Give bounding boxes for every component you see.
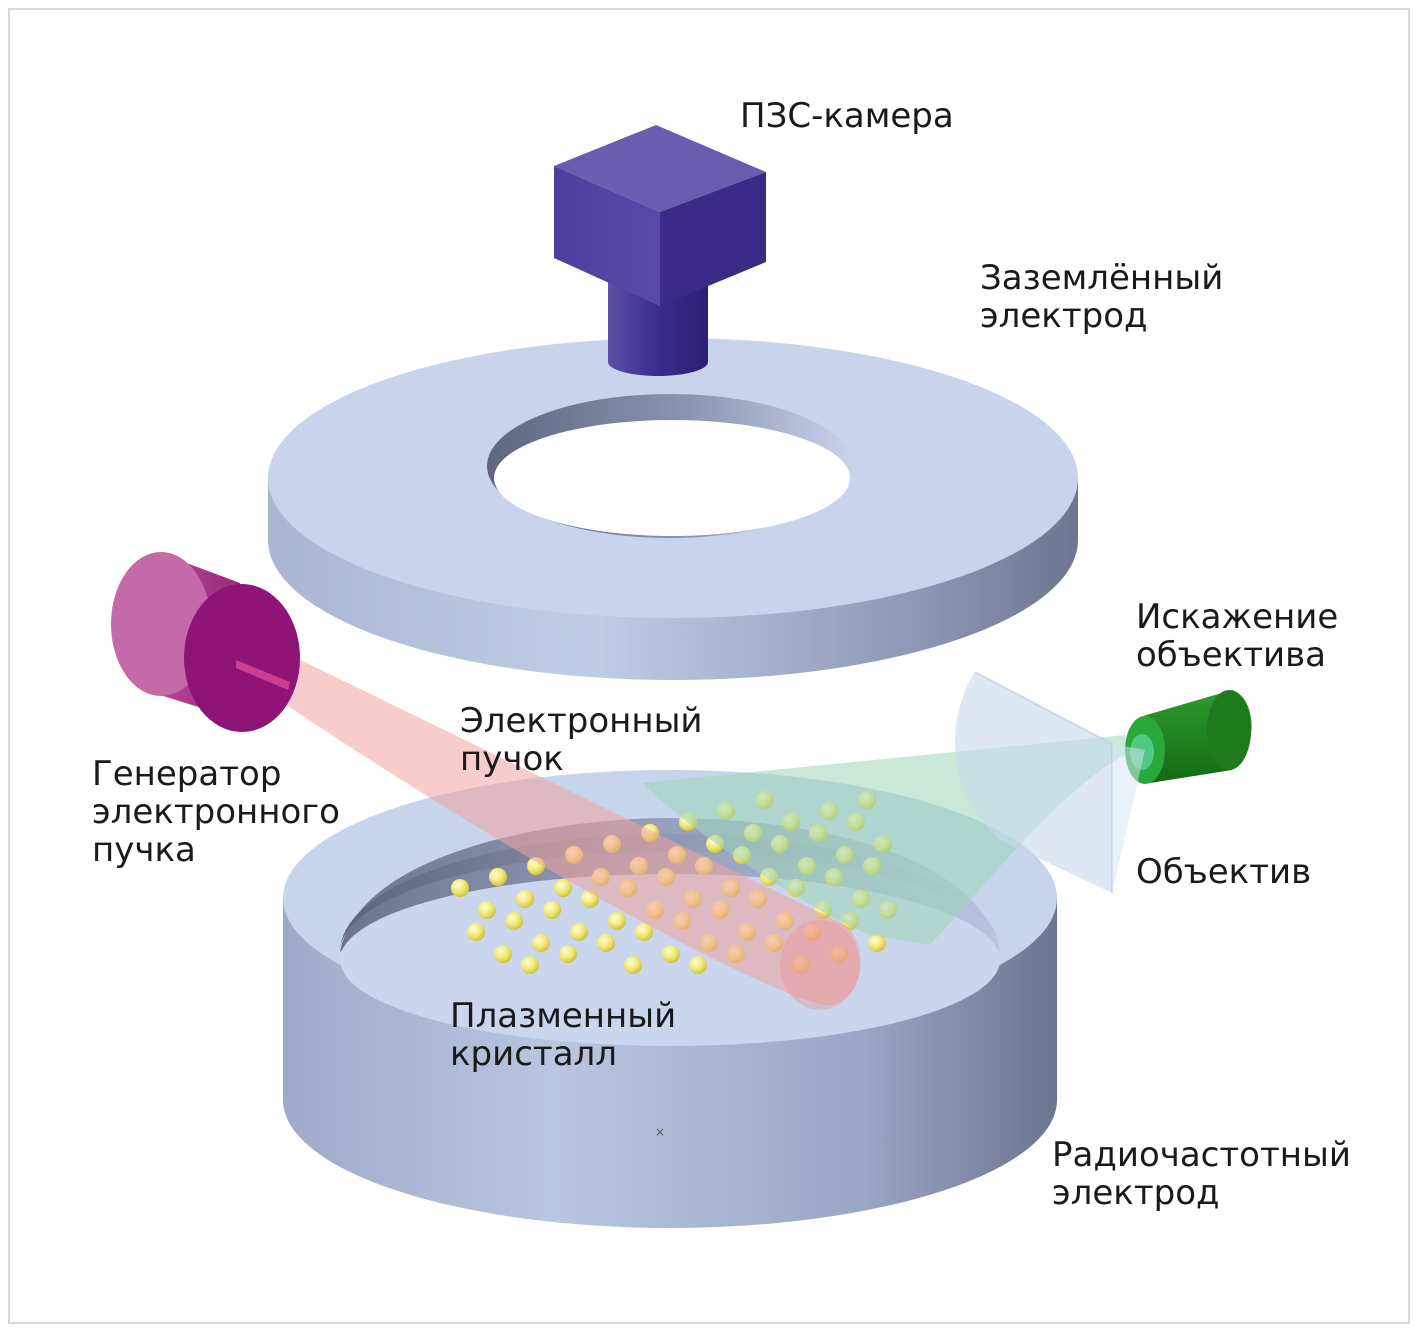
plasma-particle xyxy=(597,934,615,952)
plasma-particle xyxy=(521,956,539,974)
label-electron-beam-line1: Электронный xyxy=(460,701,703,741)
label-beam-generator-line1: Генератор xyxy=(92,754,282,794)
plasma-particle xyxy=(451,879,469,897)
label-lens-distortion-line1: Искажение xyxy=(1136,597,1339,637)
grounded-electrode xyxy=(268,338,1078,680)
figure-border xyxy=(8,8,1410,1324)
plasma-particle xyxy=(505,912,523,930)
label-grounded-electrode-line2: электрод xyxy=(980,296,1148,336)
plasma-particle xyxy=(689,956,707,974)
lens-distortion-cone xyxy=(1112,744,1145,893)
label-electron-beam-line2: пучок xyxy=(460,739,564,779)
label-grounded-electrode-line1: Заземлённый xyxy=(980,258,1224,298)
plasma-particle xyxy=(635,923,653,941)
plasma-particle xyxy=(543,901,561,919)
svg-text:×: × xyxy=(655,1125,665,1139)
plasma-particle xyxy=(559,945,577,963)
plasma-particle xyxy=(494,945,512,963)
plasma-particle xyxy=(478,901,496,919)
electron-beam xyxy=(238,650,861,1010)
lens-icon xyxy=(1125,690,1252,784)
label-lens-distortion: Искажение объектива xyxy=(1136,598,1338,674)
plasma-particle xyxy=(554,879,572,897)
ccd-camera-icon xyxy=(554,125,766,376)
label-beam-generator-line2: электронного xyxy=(92,792,340,832)
plasma-particle xyxy=(570,923,588,941)
label-ccd-camera: ПЗС-камера xyxy=(740,96,954,136)
label-lens-distortion-line2: объектива xyxy=(1136,635,1327,675)
plasma-particle xyxy=(608,912,626,930)
label-rf-electrode: Радиочастотный электрод xyxy=(1052,1136,1351,1212)
label-rf-electrode-line2: электрод xyxy=(1052,1173,1220,1213)
label-beam-generator-line3: пучка xyxy=(92,830,196,870)
label-rf-electrode-line1: Радиочастотный xyxy=(1052,1135,1351,1175)
label-beam-generator: Генератор электронного пучка xyxy=(92,755,340,869)
plasma-particle xyxy=(532,934,550,952)
plasma-particle xyxy=(467,923,485,941)
label-plasma-crystal-line2: кристалл xyxy=(450,1034,618,1074)
plasma-particle xyxy=(489,868,507,886)
plasma-particle xyxy=(868,934,886,952)
plasma-particle xyxy=(516,890,534,908)
label-lens: Объектив xyxy=(1136,852,1312,892)
plasma-particle xyxy=(662,945,680,963)
label-plasma-crystal: Плазменный кристалл xyxy=(450,997,676,1073)
label-plasma-crystal-line1: Плазменный xyxy=(450,996,677,1036)
label-electron-beam: Электронный пучок xyxy=(460,702,703,778)
label-grounded-electrode: Заземлённый электрод xyxy=(980,259,1223,335)
electron-gun-icon xyxy=(111,552,300,732)
plasma-particle xyxy=(624,956,642,974)
